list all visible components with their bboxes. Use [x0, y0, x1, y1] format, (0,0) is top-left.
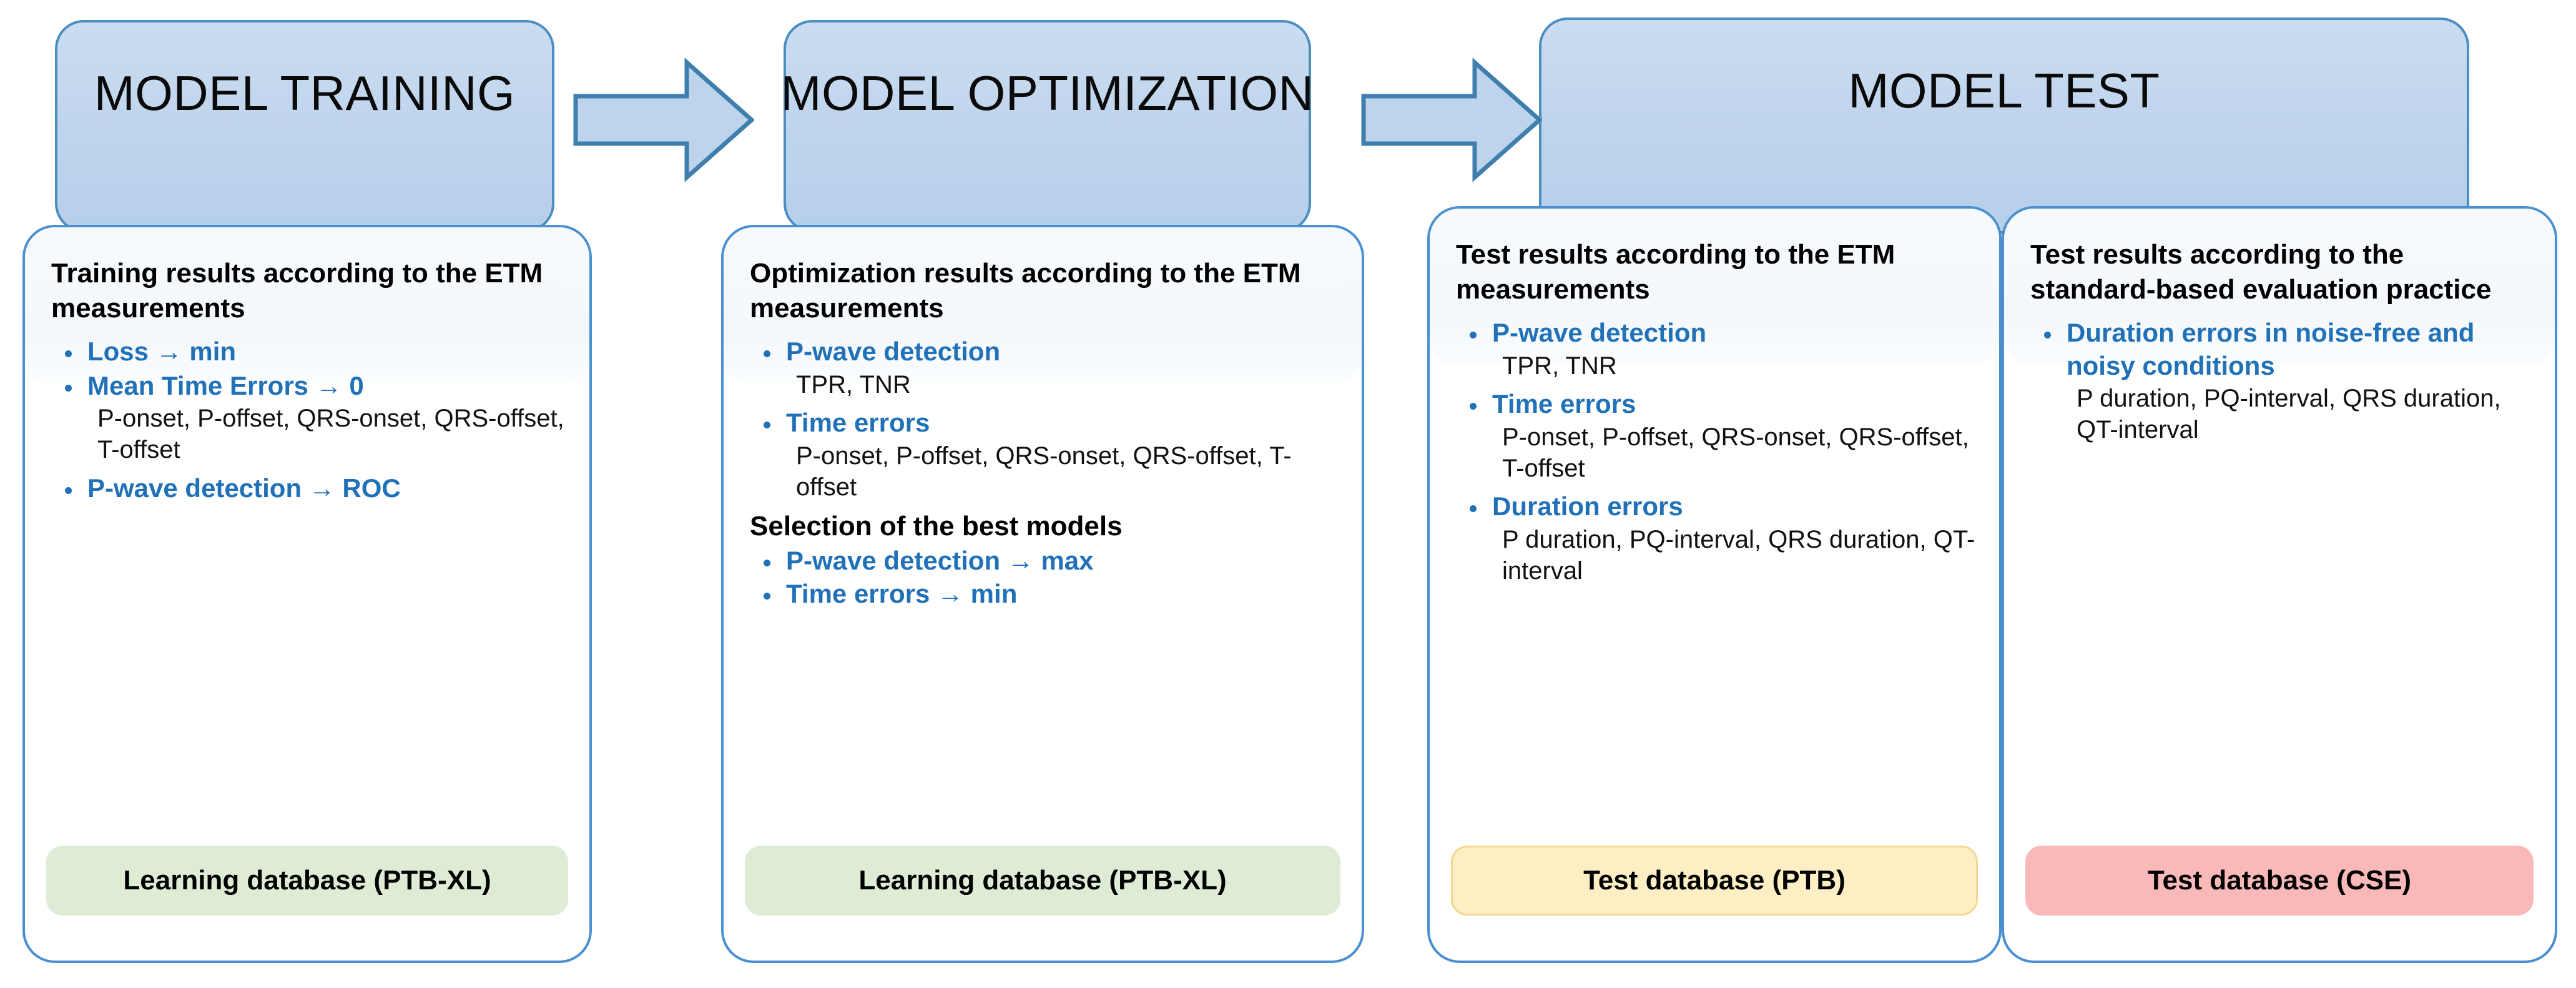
optimization-bullet-list: P-wave detection TPR, TNR Time errors P-… — [750, 335, 1340, 503]
bullet-subtext: P duration, PQ-interval, QRS duration, Q… — [2077, 385, 2501, 444]
test-standard-card: Test results according to the standard-b… — [2002, 206, 2557, 963]
bullet-title: Time errors → min — [786, 579, 1018, 609]
test-etm-database-wrap: Test database (PTB) — [1430, 846, 1999, 961]
list-item: Time errors P-onset, P-offset, QRS-onset… — [750, 407, 1340, 503]
test-standard-database-wrap: Test database (CSE) — [2004, 846, 2555, 961]
list-item: Loss → min — [51, 335, 568, 368]
list-item: Time errors P-onset, P-offset, QRS-onset… — [1456, 388, 1978, 484]
training-bullet-list: Loss → min Mean Time Errors → 0 P-onset,… — [51, 335, 568, 505]
list-item: P-wave detection → ROC — [51, 472, 568, 505]
training-database-wrap: Learning database (PTB-XL) — [25, 846, 589, 961]
optimization-card-body: Optimization results according to the ET… — [724, 227, 1362, 846]
bullet-title: Time errors — [786, 408, 930, 438]
bullet-title: Duration errors — [1492, 492, 1683, 521]
arrow-optimization-to-test — [1361, 57, 1542, 182]
bullet-title: P-wave detection — [786, 336, 1001, 366]
list-item: P-wave detection TPR, TNR — [750, 335, 1340, 401]
test-etm-card-body: Test results according to the ETM measur… — [1430, 209, 1999, 846]
bullet-subtext: TPR, TNR — [1502, 352, 1617, 380]
database-chip-test-ptb: Test database (PTB) — [1451, 846, 1978, 916]
database-chip-test-cse: Test database (CSE) — [2025, 846, 2534, 916]
bullet-title: P-wave detection → ROC — [87, 473, 401, 503]
bullet-subtext: P-onset, P-offset, QRS-onset, QRS-offset… — [1502, 423, 1969, 482]
bullet-title: P-wave detection → max — [786, 546, 1094, 576]
phase-banner-training: MODEL TRAINING — [55, 20, 554, 232]
phase-banner-optimization: MODEL OPTIMIZATION — [780, 20, 1314, 232]
training-lead-text: Training results according to the ETM me… — [51, 258, 543, 324]
optimization-database-wrap: Learning database (PTB-XL) — [724, 846, 1362, 961]
test-etm-bullet-list: P-wave detection TPR, TNR Time errors P-… — [1456, 317, 1978, 587]
list-item: Duration errors P duration, PQ-interval,… — [1456, 490, 1978, 586]
bullet-subtext: TPR, TNR — [796, 370, 911, 398]
bullet-title: Duration errors in noise-free and noisy … — [2067, 317, 2475, 380]
test-standard-card-body: Test results according to the standard-b… — [2004, 209, 2555, 846]
list-item: P-wave detection → max — [750, 545, 1340, 578]
bullet-subtext: P-onset, P-offset, QRS-onset, QRS-offset… — [97, 405, 564, 464]
list-item: Mean Time Errors → 0 P-onset, P-offset, … — [51, 370, 568, 466]
list-item: Time errors → min — [750, 578, 1340, 611]
bullet-title: Time errors — [1492, 389, 1636, 419]
bullet-title: P-wave detection — [1492, 317, 1707, 347]
optimization-lead-text: Optimization results according to the ET… — [750, 258, 1301, 324]
phase-title-optimization: MODEL OPTIMIZATION — [780, 66, 1314, 121]
training-card-body: Training results according to the ETM me… — [25, 227, 589, 846]
bullet-subtext: P-onset, P-offset, QRS-onset, QRS-offset… — [796, 442, 1292, 501]
training-card: Training results according to the ETM me… — [22, 225, 592, 963]
test-standard-lead-text: Test results according to the standard-b… — [2030, 239, 2492, 305]
list-item: Duration errors in noise-free and noisy … — [2030, 317, 2534, 446]
optimization-subheading: Selection of the best models — [750, 511, 1123, 542]
phase-title-training: MODEL TRAINING — [94, 66, 516, 121]
optimization-card: Optimization results according to the ET… — [721, 225, 1364, 963]
database-chip-learning-ptbxl: Learning database (PTB-XL) — [46, 846, 568, 916]
bullet-subtext: P duration, PQ-interval, QRS duration, Q… — [1502, 526, 1975, 585]
database-chip-learning-ptbxl-2: Learning database (PTB-XL) — [745, 846, 1340, 916]
arrow-training-to-optimization — [573, 57, 754, 182]
bullet-title: Mean Time Errors → 0 — [87, 370, 364, 400]
list-item: P-wave detection TPR, TNR — [1456, 317, 1978, 382]
bullet-title: Loss → min — [87, 336, 237, 366]
test-etm-lead-text: Test results according to the ETM measur… — [1456, 239, 1895, 305]
phase-title-test: MODEL TEST — [1848, 63, 2160, 118]
test-etm-card: Test results according to the ETM measur… — [1427, 206, 2002, 963]
phase-banner-test: MODEL TEST — [1539, 17, 2469, 234]
test-standard-bullet-list: Duration errors in noise-free and noisy … — [2030, 317, 2534, 446]
optimization-selection-list: P-wave detection → max Time errors → min — [750, 545, 1340, 611]
